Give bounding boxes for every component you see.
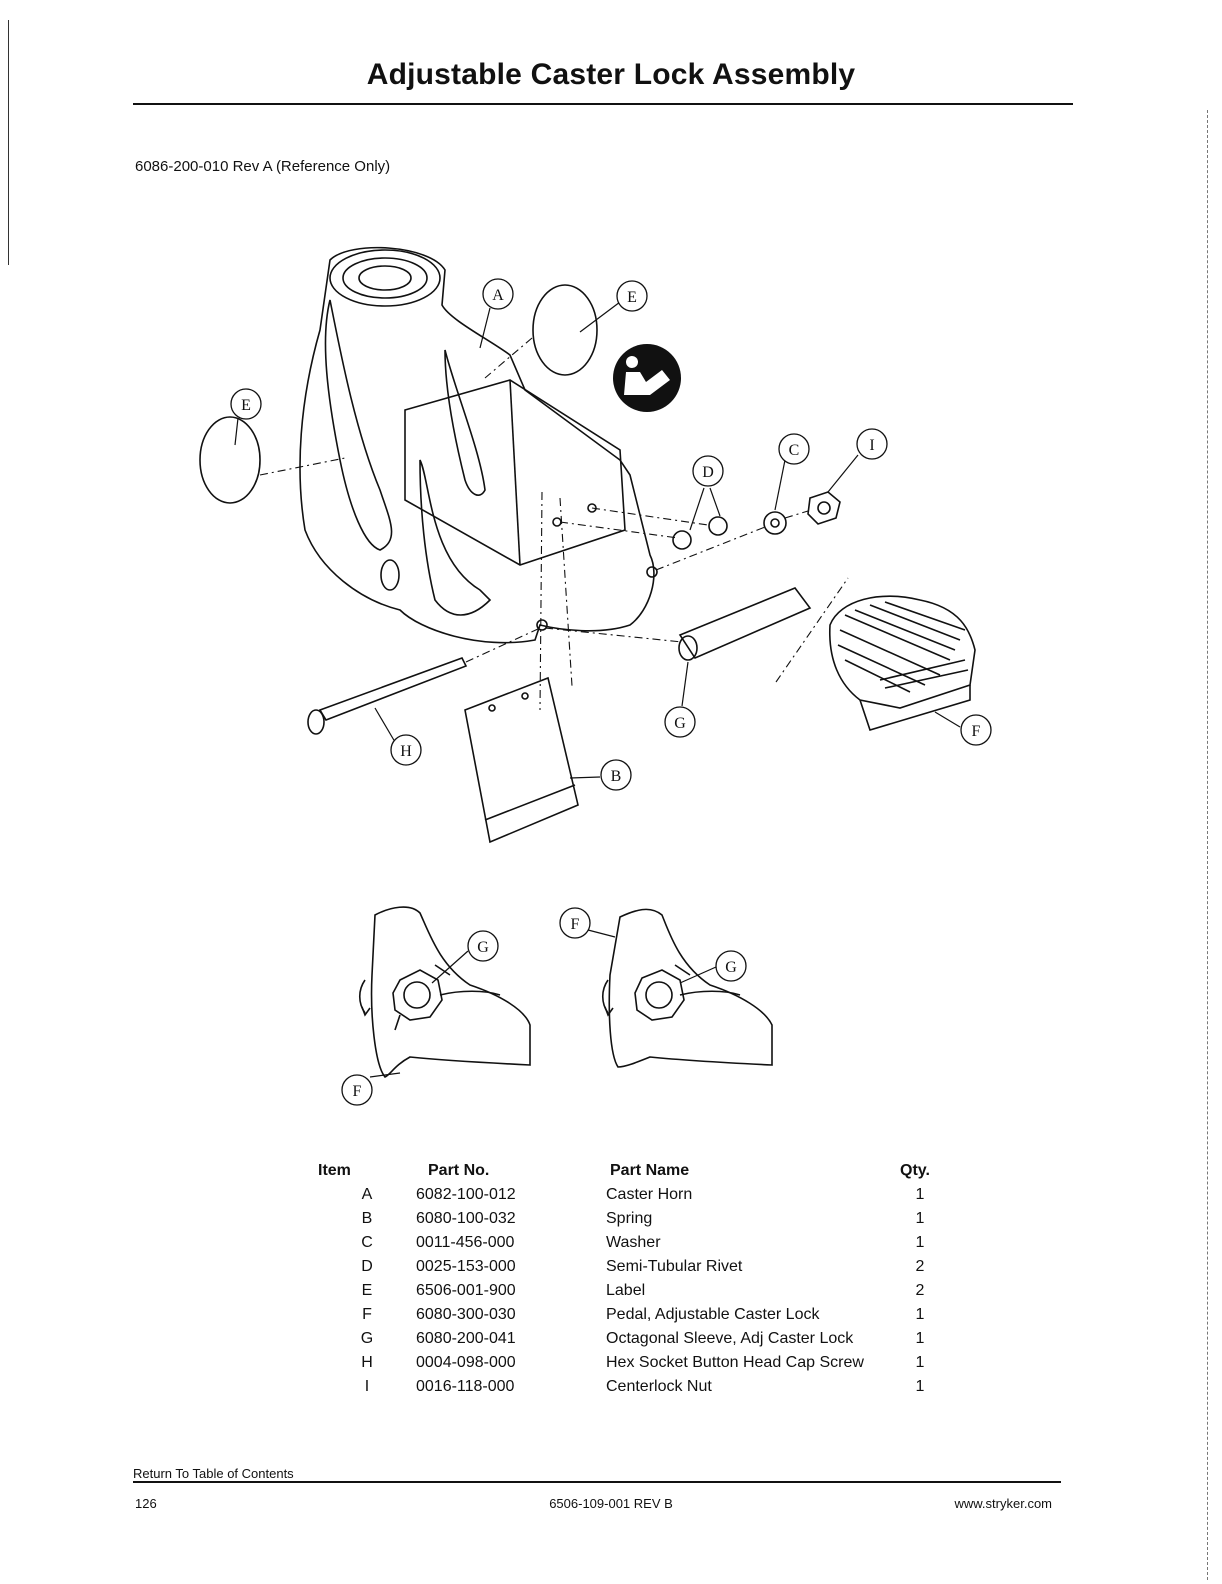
callout-h: H [400, 743, 412, 760]
rivet-drawing [672, 530, 692, 550]
item-letter: I [364, 1378, 370, 1395]
part-name: Hex Socket Button Head Cap Screw [606, 1354, 864, 1371]
callout-f: F [571, 916, 580, 933]
column-header-item: Item [318, 1162, 351, 1179]
nut-drawing [807, 491, 841, 525]
item-letter: A [361, 1186, 373, 1203]
spring-drawing [464, 676, 579, 844]
part-name: Spring [606, 1210, 653, 1227]
part-name: Label [606, 1282, 646, 1299]
part-name: Washer [606, 1234, 661, 1251]
pedal-detail-left-drawing [358, 906, 531, 1078]
part-number: 6080-100-032 [416, 1210, 516, 1227]
callout-e: E [627, 289, 637, 306]
washer-drawing [763, 511, 787, 535]
footer-rule [133, 1481, 1061, 1483]
item-letter: D [361, 1258, 373, 1275]
document-number: 6506-109-001 REV B [549, 1496, 673, 1511]
item-letter: B [361, 1210, 373, 1227]
item-letter: F [362, 1306, 372, 1323]
column-header-qty: Qty. [900, 1162, 930, 1179]
quantity: 1 [915, 1378, 925, 1395]
part-number: 0016-118-000 [416, 1378, 515, 1395]
table-row: H 0004-098-000 Hex Socket Button Head Ca… [318, 1351, 940, 1375]
quantity: 2 [915, 1258, 925, 1275]
item-letter: H [361, 1354, 373, 1371]
parts-table: Item Part No. Part Name Qty. A 6082-100-… [318, 1162, 940, 1399]
quantity: 1 [915, 1354, 925, 1371]
table-row: D 0025-153-000 Semi-Tubular Rivet 2 [318, 1255, 940, 1279]
quantity: 1 [915, 1210, 925, 1227]
scan-margin-line-left [8, 20, 9, 265]
table-row: F 6080-300-030 Pedal, Adjustable Caster … [318, 1303, 940, 1327]
callout-f: F [353, 1083, 362, 1100]
page-title: Adjustable Caster Lock Assembly [366, 58, 856, 91]
callout-a: A [492, 287, 504, 304]
table-header-row: Item Part No. Part Name Qty. [318, 1162, 940, 1183]
callout-i: I [869, 437, 874, 454]
item-letter: G [360, 1330, 374, 1347]
callout-g: G [725, 959, 737, 976]
part-number: 0025-153-000 [416, 1258, 516, 1275]
label-e-right-drawing [532, 284, 598, 376]
return-to-toc-link[interactable]: Return To Table of Contents [133, 1466, 294, 1481]
pedal-detail-right-drawing [601, 908, 773, 1068]
title-rule [133, 103, 1073, 105]
assembly-reference: 6086-200-010 Rev A (Reference Only) [135, 158, 391, 175]
part-number: 6082-100-012 [416, 1186, 516, 1203]
part-name: Semi-Tubular Rivet [606, 1258, 743, 1275]
column-header-part-name: Part Name [610, 1162, 690, 1179]
table-row: B 6080-100-032 Spring 1 [318, 1207, 940, 1231]
callout-e: E [241, 397, 251, 414]
callout-g: G [477, 939, 489, 956]
part-number: 6080-300-030 [416, 1306, 516, 1323]
rivet-drawing [708, 516, 728, 536]
quantity: 1 [915, 1306, 925, 1323]
part-name: Caster Horn [606, 1186, 693, 1203]
callout-g: G [674, 715, 686, 732]
part-name: Centerlock Nut [606, 1378, 712, 1395]
pedal-drawing [829, 595, 976, 731]
scan-margin-line-right [1207, 110, 1208, 1580]
quantity: 1 [915, 1186, 925, 1203]
quantity: 1 [915, 1330, 925, 1347]
part-number: 6506-001-900 [416, 1282, 516, 1299]
part-name: Octagonal Sleeve, Adj Caster Lock [606, 1330, 854, 1347]
octagonal-sleeve-drawing [678, 587, 812, 661]
callout-b: B [611, 768, 622, 785]
callout-f: F [972, 723, 981, 740]
table-row: A 6082-100-012 Caster Horn 1 [318, 1183, 940, 1207]
pedal-orientation-details: G F F G [341, 906, 773, 1106]
table-row: C 0011-456-000 Washer 1 [318, 1231, 940, 1255]
caster-horn-drawing [299, 246, 658, 644]
label-e-left-drawing [199, 416, 261, 504]
page-number: 126 [135, 1496, 157, 1511]
quantity: 2 [915, 1282, 925, 1299]
exploded-view-diagram: A E E C I D G H B F [199, 246, 992, 844]
screw-drawing [307, 657, 468, 735]
part-number: 0011-456-000 [416, 1234, 515, 1251]
website-url: www.stryker.com [954, 1496, 1052, 1511]
part-name: Pedal, Adjustable Caster Lock [606, 1306, 820, 1323]
quantity: 1 [915, 1234, 925, 1251]
table-row: G 6080-200-041 Octagonal Sleeve, Adj Cas… [318, 1327, 940, 1351]
part-number: 6080-200-041 [416, 1330, 516, 1347]
part-number: 0004-098-000 [416, 1354, 516, 1371]
table-row: E 6506-001-900 Label 2 [318, 1279, 940, 1303]
callout-d: D [702, 464, 714, 481]
callout-c: C [789, 442, 800, 459]
column-header-part-no: Part No. [428, 1162, 490, 1179]
item-letter: C [361, 1234, 373, 1251]
table-row: I 0016-118-000 Centerlock Nut 1 [318, 1375, 940, 1399]
read-manual-icon [613, 344, 681, 412]
item-letter: E [361, 1282, 373, 1299]
